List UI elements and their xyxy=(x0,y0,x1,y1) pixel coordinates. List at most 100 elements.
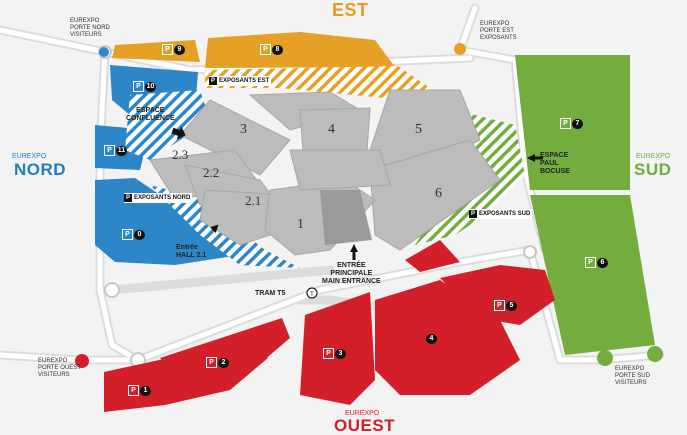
hall-center xyxy=(289,149,391,191)
parking-number: 6 xyxy=(597,257,608,268)
parking-p-icon: P xyxy=(124,194,132,202)
gate-ouest-line3: VISITEURS xyxy=(38,372,70,378)
espace-confluence-label[interactable]: ESPACE CONFLUENCE xyxy=(126,107,175,123)
hall-23-number: 2.3 xyxy=(172,147,189,162)
parking-number: 8 xyxy=(272,44,283,55)
gate-est-line1: EUREXPO xyxy=(480,21,510,27)
parking-p-icon: P xyxy=(133,81,144,92)
exposants-sud-text: EXPOSANTS SUD xyxy=(479,211,531,217)
parking-p-icon: P xyxy=(128,385,139,396)
gate-est-label: EUREXPO PORTE EST EXPOSANTS xyxy=(480,21,517,42)
gate-ouest-line2: PORTE OUEST xyxy=(38,365,81,371)
parking-number: 10 xyxy=(145,81,156,92)
gate-ouest-dot[interactable] xyxy=(75,354,89,368)
parking-p-icon: P xyxy=(104,145,115,156)
arrow-paul-bocuse xyxy=(527,154,543,162)
hall-6-number: 6 xyxy=(435,186,442,201)
gate-sud-line1: EUREXPO xyxy=(615,366,645,372)
exposants-est-text: EXPOSANTS EST xyxy=(219,78,270,84)
gate-nord-line3: VISITEURS xyxy=(70,32,102,38)
gate-nord-line2: PORTE NORD xyxy=(70,25,110,31)
parking-p-icon: P xyxy=(469,210,477,218)
compass-est: EST xyxy=(332,0,369,20)
main-entrance-label[interactable]: ENTRÉE PRINCIPALE MAIN ENTRANCE xyxy=(322,262,381,286)
gate-nord-dot[interactable] xyxy=(99,47,109,57)
parking-number: 4 xyxy=(426,334,437,344)
parking-number: 7 xyxy=(572,118,583,129)
compass-nord: NORD xyxy=(14,160,67,179)
compass-ouest-small: EUREXPO xyxy=(345,410,380,417)
gate-sud-line3: VISITEURS xyxy=(615,380,647,386)
main-entrance-hall xyxy=(320,190,372,245)
parking-5-area[interactable] xyxy=(440,265,555,325)
hall-3-number: 3 xyxy=(240,122,247,137)
gate-ouest-line1: EUREXPO xyxy=(38,358,68,364)
roundabout-west xyxy=(104,282,120,298)
main-entrance-line3: MAIN ENTRANCE xyxy=(322,278,381,285)
gate-est-line2: PORTE EST xyxy=(480,28,514,34)
gate-nord-line1: EUREXPO xyxy=(70,18,100,24)
espace-paul-bocuse-line2: PAUL xyxy=(540,160,559,167)
parking-p-icon: P xyxy=(209,77,217,85)
parking-exposants-est-area[interactable] xyxy=(205,66,440,100)
espace-confluence-hatch xyxy=(125,90,210,160)
parking-number: 1 xyxy=(140,385,151,396)
parking-number: 5 xyxy=(506,300,517,311)
parking-p-icon: P xyxy=(585,257,596,268)
gate-est-line3: EXPOSANTS xyxy=(480,35,517,41)
parking-red-small-area[interactable] xyxy=(405,240,460,272)
roundabout-sud xyxy=(523,245,537,259)
parking-6-area[interactable] xyxy=(530,195,655,355)
espace-paul-bocuse-label[interactable]: ESPACE PAUL BOCUSE xyxy=(540,152,570,176)
entree-hall-label[interactable]: Entrée HALL 2.1 xyxy=(176,244,206,260)
parking-2-area[interactable] xyxy=(160,318,290,388)
parking-4-badge[interactable]: 4 xyxy=(426,334,437,344)
hall-3-shape[interactable] xyxy=(179,99,291,176)
parking-number: 0 xyxy=(134,229,145,240)
parking-p-icon: P xyxy=(323,348,334,359)
gate-sud-dot-2[interactable] xyxy=(647,346,663,362)
parking-4-area[interactable] xyxy=(375,280,520,395)
hall-6-shape[interactable] xyxy=(369,139,501,251)
arrow-main-entrance xyxy=(350,244,358,260)
compass-sud-small: EUREXPO xyxy=(636,153,671,160)
parking-8-area[interactable] xyxy=(205,32,395,68)
hall-22-number: 2.2 xyxy=(203,165,220,180)
espace-confluence-line2: CONFLUENCE xyxy=(126,115,175,122)
arrow-entree-hall xyxy=(210,224,219,233)
tram-stop-icon xyxy=(306,287,318,299)
parking-number: 9 xyxy=(174,44,185,55)
main-entrance-line2: PRINCIPALE xyxy=(330,270,373,277)
gate-sud-dot-1[interactable] xyxy=(597,350,613,366)
tram-label[interactable]: TRAM T5 xyxy=(255,290,286,297)
entree-hall-line1: Entrée xyxy=(176,244,198,251)
arrows xyxy=(171,126,543,260)
compass-nord-small: EUREXPO xyxy=(12,153,47,160)
gate-est-dot[interactable] xyxy=(454,43,466,55)
espace-paul-bocuse-line3: BOCUSE xyxy=(540,168,570,175)
hall-1-number: 1 xyxy=(297,217,304,232)
gate-nord-label: EUREXPO PORTE NORD VISITEURS xyxy=(70,18,110,39)
espace-paul-bocuse-line1: ESPACE xyxy=(540,152,569,159)
entree-hall-line2: HALL 2.1 xyxy=(176,252,207,259)
parking-number: 3 xyxy=(335,348,346,359)
parking-p-icon: P xyxy=(162,44,173,55)
parking-number: 11 xyxy=(116,145,127,156)
compass-sud: SUD xyxy=(634,160,672,179)
